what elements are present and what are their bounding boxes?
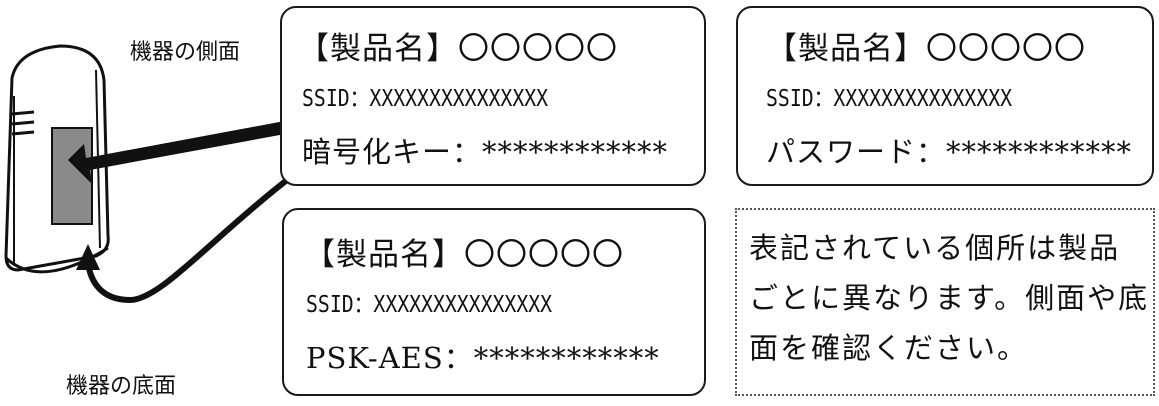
callout-bottom: 【製品名】〇〇〇〇〇 SSID：XXXXXXXXXXXXXXX PSK-AES：… bbox=[282, 208, 706, 396]
vent-line bbox=[11, 120, 35, 126]
product-name: 【製品名】〇〇〇〇〇 bbox=[298, 31, 618, 67]
note-line: 面を確認ください。 bbox=[749, 331, 1029, 365]
ssid-text: SSID：XXXXXXXXXXXXXXX bbox=[766, 86, 1013, 112]
vent-line bbox=[11, 110, 35, 116]
note-box: 表記されている個所は製品 ごとに異なります。側面や底 面を確認ください。 bbox=[735, 208, 1155, 396]
note-line: ごとに異なります。側面や底 bbox=[749, 281, 1150, 315]
product-name: 【製品名】〇〇〇〇〇 bbox=[766, 31, 1086, 67]
arrow-to-side bbox=[68, 120, 296, 184]
ssid-text: SSID：XXXXXXXXXXXXXXX bbox=[306, 292, 553, 318]
side-label: 機器の側面 bbox=[130, 40, 241, 65]
psk-aes-text: PSK-AES：************ bbox=[306, 341, 660, 375]
callout-side: 【製品名】〇〇〇〇〇 SSID：XXXXXXXXXXXXXXX 暗号化キー：**… bbox=[280, 6, 706, 186]
note-line: 表記されている個所は製品 bbox=[749, 231, 1121, 265]
password-text: パスワード：************ bbox=[766, 135, 1133, 169]
callout-password: 【製品名】〇〇〇〇〇 SSID：XXXXXXXXXXXXXXX パスワード：**… bbox=[736, 6, 1154, 186]
product-name: 【製品名】〇〇〇〇〇 bbox=[304, 237, 624, 273]
arrow-to-bottom-head bbox=[76, 244, 100, 270]
arrow-to-bottom bbox=[85, 177, 289, 304]
ssid-text: SSID：XXXXXXXXXXXXXXX bbox=[302, 86, 549, 112]
vent-line bbox=[11, 130, 35, 136]
bottom-label: 機器の底面 bbox=[66, 374, 177, 399]
encryption-key-text: 暗号化キー：************ bbox=[302, 135, 669, 169]
